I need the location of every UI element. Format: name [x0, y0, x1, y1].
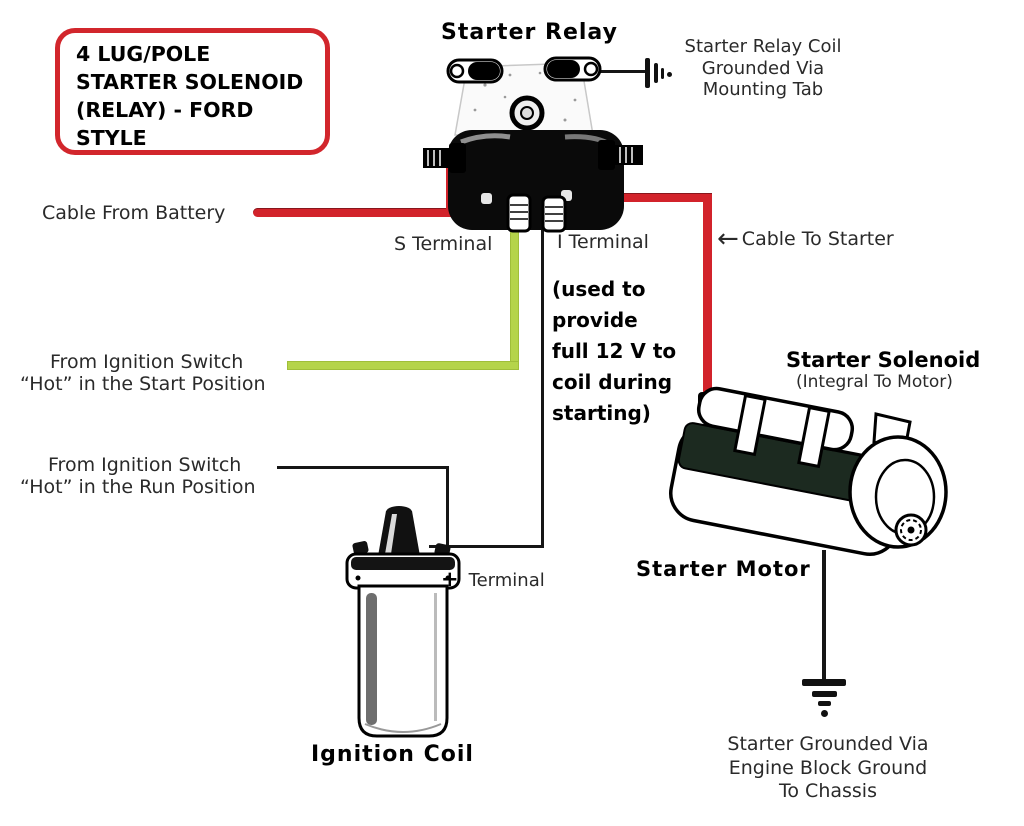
starter-motor-label: Starter Motor: [636, 557, 811, 581]
starter-cable-wire-horizontal: [600, 193, 712, 202]
run-switch-wire-vertical: [446, 466, 449, 547]
relay-coil-ground-note: Starter Relay Coil Grounded Via Mounting…: [684, 36, 842, 100]
start-switch-wire-vertical: [510, 224, 519, 370]
battery-cable-wire-horizontal: [253, 208, 454, 217]
ignition-run-label-line1: From Ignition Switch: [48, 454, 242, 476]
starter-cable-wire-v2: [703, 193, 712, 397]
starter-relay-drawing: [423, 56, 643, 233]
ignition-run-label-line2: “Hot” in the Run Position: [20, 476, 256, 498]
coil-feed-wire-horizontal: [429, 545, 544, 548]
title-line: STARTER SOLENOID: [76, 70, 304, 94]
ignition-coil-label: Ignition Coil: [311, 742, 474, 767]
s-terminal-label: S Terminal: [394, 233, 493, 255]
starter-relay-title: Starter Relay: [441, 20, 618, 45]
plus-terminal-label: + Terminal: [441, 567, 545, 591]
motor-ground-wire: [822, 550, 826, 681]
i-terminal-wire-vertical: [541, 226, 544, 548]
title-line: 4 LUG/POLE: [76, 42, 211, 66]
cable-from-battery-label: Cable From Battery: [42, 202, 226, 224]
title-box: 4 LUG/POLE STARTER SOLENOID (RELAY) - FO…: [55, 28, 330, 155]
plus-sign: +: [441, 567, 459, 591]
starter-solenoid-sublabel: (Integral To Motor): [796, 372, 953, 392]
run-switch-wire-horizontal: [277, 466, 449, 469]
starter-motor-drawing: [669, 386, 948, 556]
starter-solenoid-label: Starter Solenoid: [786, 348, 981, 372]
title-line: STYLE: [76, 126, 147, 150]
start-switch-wire-horizontal: [287, 361, 519, 370]
i-terminal-note: (used to provide full 12 V to coil durin…: [552, 277, 677, 425]
ignition-start-label-line1: From Ignition Switch: [50, 351, 244, 373]
left-arrow-icon: ←: [717, 223, 739, 254]
starter-ground-note: Starter Grounded Via Engine Block Ground…: [727, 733, 929, 802]
i-terminal-label: I Terminal: [557, 231, 649, 253]
ignition-coil-drawing: [345, 506, 461, 738]
ignition-start-label-line2: “Hot” in the Start Position: [20, 373, 266, 395]
relay-ground-wire: [597, 70, 646, 73]
cable-to-starter-label: ← Cable To Starter: [717, 223, 894, 254]
title-line: (RELAY) - FORD: [76, 98, 254, 122]
